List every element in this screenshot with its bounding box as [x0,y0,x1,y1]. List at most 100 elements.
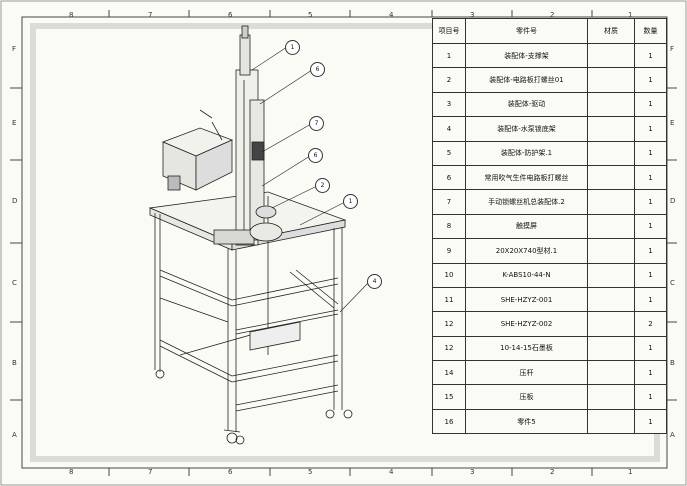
callout-balloon: 1 [285,40,300,55]
zone-top-5: 5 [308,11,313,19]
bom-cell-part: SHE-HZYZ-001 [465,286,588,313]
bom-cell-qty: 1 [634,360,667,386]
zone-bottom-5: 5 [308,468,313,476]
bom-header-material: 材质 [587,18,635,44]
callout-balloon: 6 [310,62,325,77]
bom-cell-material [587,91,635,118]
bom-cell-qty: 1 [634,42,667,69]
zone-right-D: D [670,197,676,205]
bom-cell-material [587,335,635,362]
bom-cell-qty: 1 [634,384,667,410]
zone-right-F: F [670,45,675,53]
bom-cell-part: 装配体-驱动 [465,91,588,118]
callout-balloon: 2 [315,178,330,193]
zone-top-6: 6 [228,11,233,19]
bom-cell-qty: 1 [634,91,667,118]
zone-top-4: 4 [389,11,394,19]
zone-left-B: B [12,359,17,367]
bom-cell-item: 6 [432,164,466,191]
bom-cell-qty: 2 [634,311,667,337]
bom-cell-item: 1 [432,42,466,69]
bom-cell-qty: 1 [634,164,667,191]
zone-bottom-3: 3 [470,468,475,476]
zone-top-8: 8 [69,11,74,19]
zone-top-3: 3 [470,11,475,19]
bom-cell-item: 10 [432,262,466,288]
zone-top-2: 2 [550,11,555,19]
zone-right-A: A [670,431,675,439]
bom-cell-item: 11 [432,286,466,313]
zone-bottom-4: 4 [389,468,394,476]
bom-cell-qty: 1 [634,286,667,313]
callout-balloon: 1 [343,194,358,209]
zone-left-C: C [12,279,17,287]
bom-header-row: 项目号 零件号 材质 数量 [432,18,667,44]
bom-cell-part: 常用吹气生件电路板打螺丝 [465,164,588,191]
bom-cell-material [587,311,635,337]
bom-header-part: 零件号 [465,18,588,44]
bom-cell-item: 5 [432,140,466,166]
bom-cell-qty: 1 [634,335,667,362]
bom-cell-material [587,42,635,69]
bom-cell-part: SHE-HZYZ-002 [465,311,588,337]
bom-cell-material [587,140,635,166]
bom-cell-item: 16 [432,408,466,435]
bom-cell-qty: 1 [634,238,667,264]
zone-left-A: A [12,431,17,439]
bom-cell-qty: 1 [634,213,667,240]
machine-drawing [148,25,353,445]
bom-cell-qty: 1 [634,67,667,93]
bom-cell-material [587,408,635,435]
bom-cell-part: 装配体-防护架.1 [465,140,588,166]
bom-cell-part: 装配体-水泵锁底架 [465,116,588,142]
bom-cell-qty: 1 [634,140,667,166]
zone-left-F: F [12,45,17,53]
zone-top-1: 1 [628,11,633,19]
bom-cell-material [587,213,635,240]
bom-cell-item: 3 [432,91,466,118]
bom-cell-qty: 1 [634,189,667,215]
bom-cell-item: 2 [432,67,466,93]
bom-cell-part: 20X20X740型材.1 [465,238,588,264]
callout-balloon: 4 [367,274,382,289]
bom-cell-part: 装配体-电路板打螺丝01 [465,67,588,93]
bom-cell-part: 10-14-15石墨板 [465,335,588,362]
bom-cell-material [587,67,635,93]
bom-cell-part: 压板 [465,384,588,410]
bom-cell-part: K-ABS10-44-N [465,262,588,288]
bom-cell-material [587,189,635,215]
bom-cell-item: 12 [432,335,466,362]
zone-right-C: C [670,279,675,287]
bom-header-qty: 数量 [634,18,667,44]
bom-cell-item: 12 [432,311,466,337]
zone-bottom-7: 7 [148,468,153,476]
callout-balloon: 7 [309,116,324,131]
zone-left-D: D [12,197,18,205]
zone-right-B: B [670,359,675,367]
bom-cell-item: 7 [432,189,466,215]
bom-cell-material [587,360,635,386]
bom-cell-part: 零件5 [465,408,588,435]
zone-top-7: 7 [148,11,153,19]
bom-cell-part: 手动锁螺丝机总装配体.2 [465,189,588,215]
bom-cell-item: 9 [432,238,466,264]
zone-left-E: E [12,119,17,127]
bom-header-item: 项目号 [432,18,466,44]
zone-bottom-1: 1 [628,468,633,476]
bom-cell-material [587,262,635,288]
zone-bottom-2: 2 [550,468,555,476]
bom-cell-part: 装配体-支撑架 [465,42,588,69]
zone-bottom-6: 6 [228,468,233,476]
bom-cell-material [587,238,635,264]
bom-cell-material [587,164,635,191]
